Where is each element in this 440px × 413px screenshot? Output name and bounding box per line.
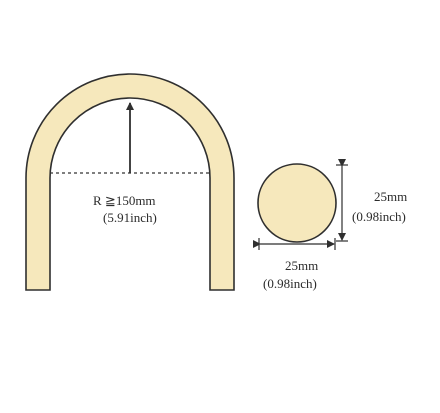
cross-section-circle <box>257 163 337 243</box>
radius-inch-label: (5.91inch) <box>103 210 157 225</box>
height-label: 25mm <box>374 189 407 204</box>
bent-strip-shape <box>25 73 235 291</box>
width-label: 25mm <box>285 258 318 273</box>
width-inch-label: (0.98inch) <box>263 276 317 291</box>
radius-label: R ≧150mm <box>93 193 156 208</box>
height-inch-label: (0.98inch) <box>352 209 406 224</box>
